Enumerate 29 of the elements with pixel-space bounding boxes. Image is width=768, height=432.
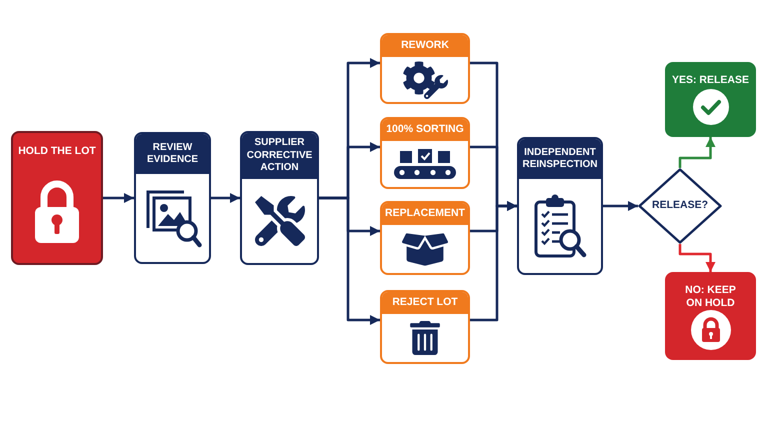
option-card	[380, 290, 470, 364]
connector-arrow	[103, 193, 134, 203]
process-card	[517, 137, 603, 275]
step-title: SUPPLIER CORRECTIVE ACTION	[242, 133, 317, 179]
outcome-title: NO: KEEP ON HOLD	[684, 284, 737, 310]
step-title: INDEPENDENT REINSPECTION	[519, 139, 601, 179]
connector-arrow	[470, 201, 517, 322]
option-card	[380, 201, 470, 275]
connector-arrow	[319, 196, 380, 325]
option-card	[380, 33, 470, 104]
process-card	[240, 131, 319, 265]
step-title: 100% SORTING	[382, 119, 468, 141]
decision-diamond	[638, 168, 722, 244]
outcome-card	[665, 272, 756, 360]
connector-arrow	[211, 193, 240, 203]
option-card	[380, 117, 470, 189]
step-title: REWORK	[382, 35, 468, 57]
step-title: REVIEW EVIDENCE	[136, 134, 209, 174]
process-card	[134, 132, 211, 264]
decision-label: RELEASE?	[652, 199, 708, 213]
connector-arrow	[678, 244, 716, 272]
step-title: REPLACEMENT	[382, 203, 468, 225]
connector-arrow	[603, 201, 638, 211]
outcome-title: YES: RELEASE	[670, 74, 750, 88]
outcome-card	[665, 62, 756, 137]
step-title: REJECT LOT	[382, 292, 468, 314]
step-title: HOLD THE LOT	[17, 145, 97, 158]
connector-arrow	[678, 137, 716, 168]
hold-card	[11, 131, 103, 265]
